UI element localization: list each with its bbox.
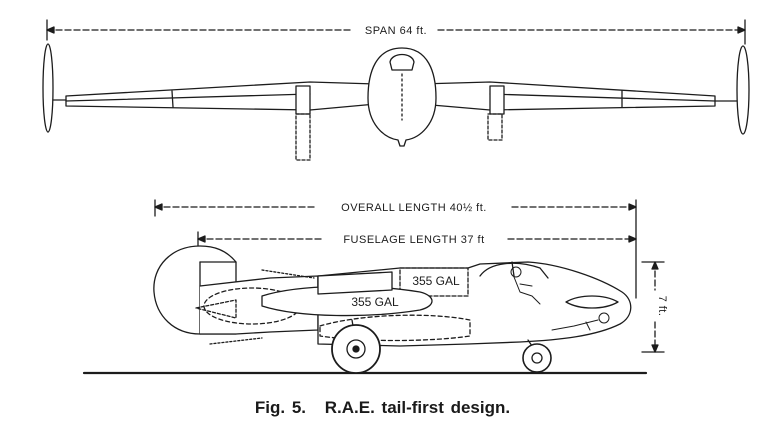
fuselage-length-label: FUSELAGE LENGTH 37 ft [343,234,484,246]
figure-caption: Fig. 5. R.A.E. tail-first design. [0,398,765,418]
figure-title: R.A.E. tail-first design. [324,398,511,417]
aircraft-drawing: SPAN 64 ft. [42,19,750,375]
upper-tank-label: 355 GAL [412,274,460,288]
nose-intake [565,295,619,309]
right-engine-nacelle [489,85,505,115]
right-landing-gear [487,113,503,141]
main-wheel [331,319,381,374]
left-wingtip-fin [42,43,54,133]
height-label: 7 ft. [656,296,668,317]
span-label: SPAN 64 ft. [365,25,427,37]
height-dimension-line [641,261,665,353]
overall-length-dimension-line [154,199,637,299]
left-landing-gear [295,113,311,161]
cockpit-canopy [479,262,549,279]
right-wingtip-fin [736,45,750,135]
upper-fuel-tank [399,267,469,297]
prone-crew-figure [551,312,610,331]
figure-number: Fig. 5. [254,398,307,417]
main-fuselage [317,261,632,347]
left-engine-nacelle [295,85,311,115]
pilot-figure [510,266,541,305]
nose-wheel [522,339,552,373]
side-view: OVERALL LENGTH 40½ ft. FUSELAGE LENGTH 3… [82,199,668,375]
fuselage-plan [367,47,437,147]
lower-tank-label: 355 GAL [351,295,399,309]
plan-view: SPAN 64 ft. [42,19,750,161]
engine-nacelle-side [317,271,393,295]
left-wing [65,81,377,111]
right-wing [419,81,716,111]
canopy-plan [389,53,415,71]
span-dimension-line [46,19,746,45]
overall-length-label: OVERALL LENGTH 40½ ft. [341,202,487,214]
